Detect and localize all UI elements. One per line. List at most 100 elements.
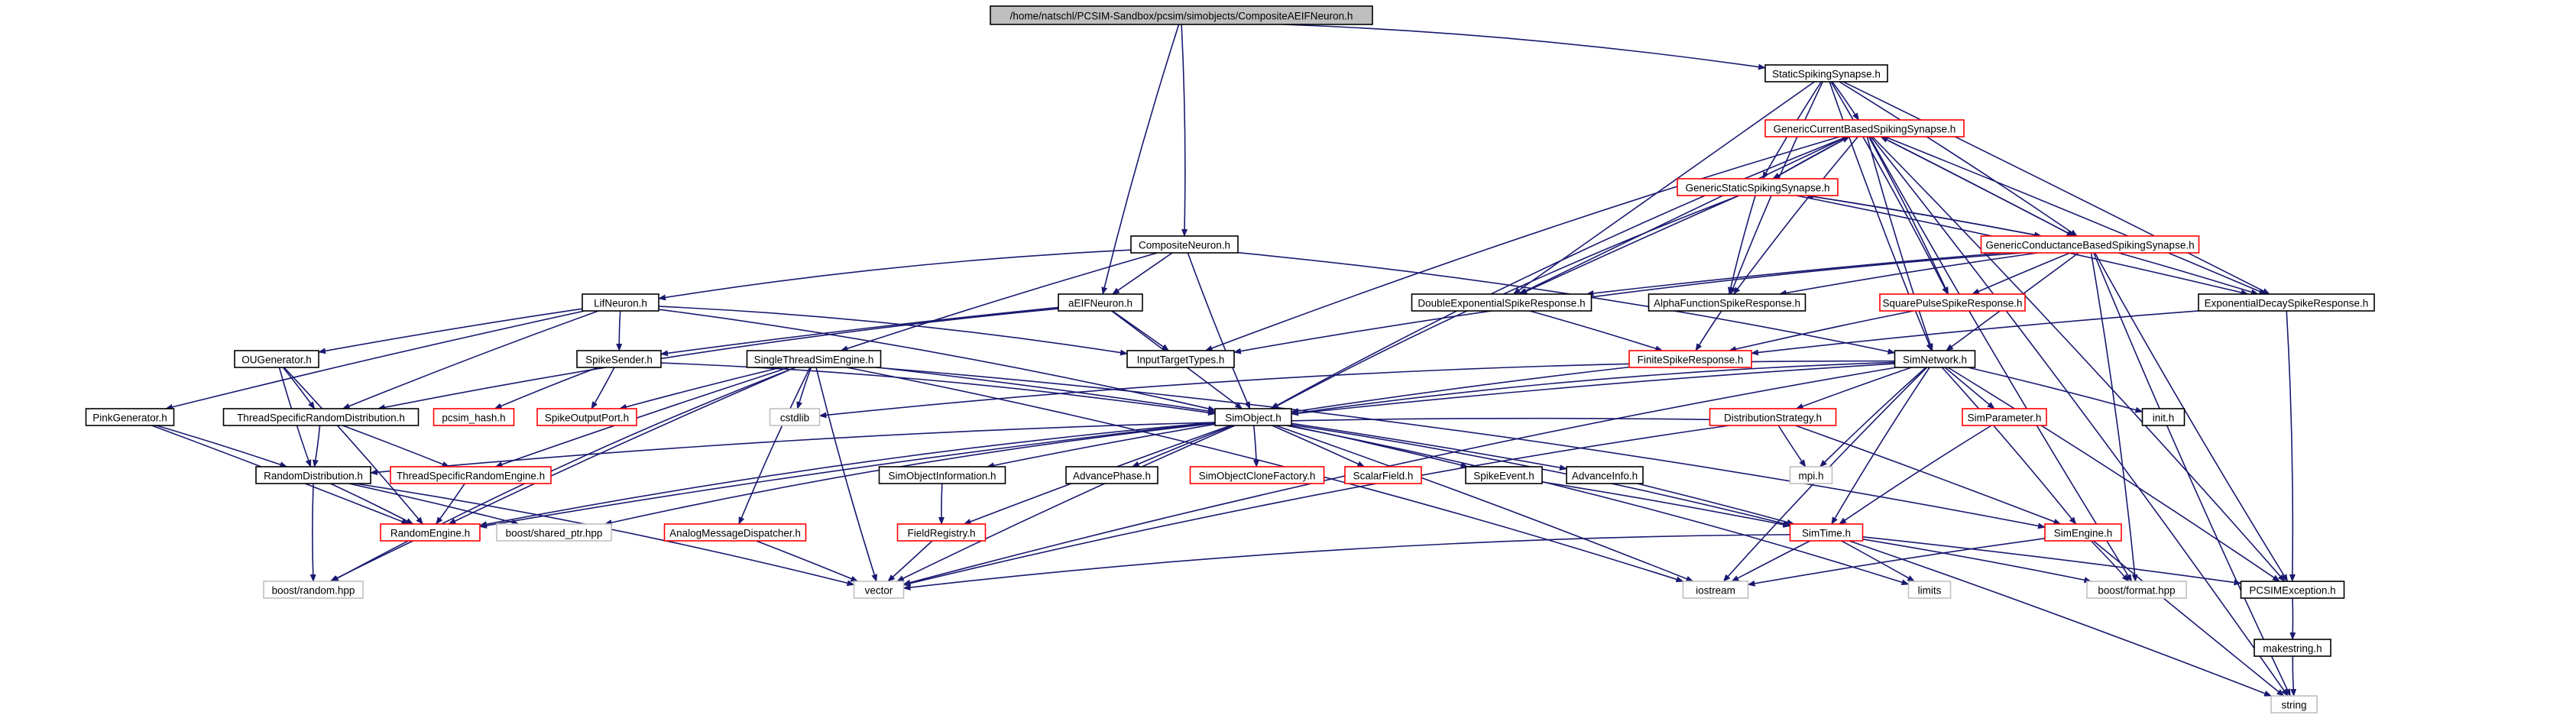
node-vector[interactable]: vector xyxy=(853,581,905,599)
node-randdist-box xyxy=(255,466,371,484)
node-mpi[interactable]: mpi.h xyxy=(1789,466,1833,484)
node-amd[interactable]: AnalogMessageDispatcher.h xyxy=(663,523,807,542)
edge-gcb-to-simnet xyxy=(1866,136,1933,351)
node-tsre[interactable]: ThreadSpecificRandomEngine.h xyxy=(390,466,552,484)
node-boostrand[interactable]: boost/random.hpp xyxy=(263,581,364,599)
edge-gcond-to-gss xyxy=(1805,193,2042,237)
node-pink[interactable]: PinkGenerator.h xyxy=(85,408,175,426)
node-stse[interactable]: SingleThreadSimEngine.h xyxy=(746,350,882,368)
node-gss-label: GenericStaticSpikingSynapse.h xyxy=(1685,183,1829,194)
edge-lif-to-ssender xyxy=(616,310,623,351)
edge-gss-to-dexp xyxy=(1519,195,1739,295)
node-aeif[interactable]: aEIFNeuron.h xyxy=(1058,293,1143,312)
node-randdist-label: RandomDistribution.h xyxy=(264,471,363,482)
node-cstdlib-label: cstdlib xyxy=(780,412,809,424)
node-spikeev-box xyxy=(1465,466,1543,484)
node-makestring-box xyxy=(2254,639,2331,657)
node-simparam-label: SimParameter.h xyxy=(1968,412,2042,424)
node-iostream[interactable]: iostream xyxy=(1682,581,1749,599)
node-randdist[interactable]: RandomDistribution.h xyxy=(255,466,371,484)
node-pcsimexc[interactable]: PCSIMException.h xyxy=(2240,581,2345,599)
node-sqp-box xyxy=(1879,293,2026,312)
node-sop[interactable]: SpikeOutputPort.h xyxy=(536,408,637,426)
node-sqp[interactable]: SquarePulseSpikeResponse.h xyxy=(1879,293,2026,312)
edge-gcond-to-string xyxy=(2093,252,2291,697)
node-bformat[interactable]: boost/format.hpp xyxy=(2086,581,2187,599)
node-pcsimhash[interactable]: pcsim_hash.h xyxy=(433,408,515,426)
edge-simeng-to-bformat xyxy=(2090,540,2130,582)
node-simobj-box xyxy=(1214,408,1292,426)
edge-simnet-to-simparam xyxy=(1944,367,1995,409)
edge-stse-to-cstdlib xyxy=(796,367,812,409)
node-simtime[interactable]: SimTime.h xyxy=(1789,523,1864,542)
node-fieldreg[interactable]: FieldRegistry.h xyxy=(896,523,987,542)
edge-amd-to-vector xyxy=(756,540,859,582)
node-simnet-box xyxy=(1894,350,1976,368)
edge-simnet-to-simeng xyxy=(1941,367,2077,525)
node-expdec[interactable]: ExponentialDecaySpikeResponse.h xyxy=(2198,293,2375,312)
edge-gcond-to-pcsimexc xyxy=(2094,252,2289,582)
edge-fieldreg-to-vector xyxy=(887,540,933,582)
edge-simobj-to-advinfo xyxy=(1291,422,1567,471)
node-sqp-label: SquarePulseSpikeResponse.h xyxy=(1882,298,2022,309)
node-string[interactable]: string xyxy=(2270,695,2318,713)
node-mpi-box xyxy=(1789,466,1833,484)
edge-simtime-to-bformat xyxy=(1862,538,2092,584)
node-sharedptr[interactable]: boost/shared_ptr.hpp xyxy=(496,523,612,542)
node-composite[interactable]: CompositeNeuron.h xyxy=(1130,235,1239,254)
node-itt-box xyxy=(1126,350,1235,368)
node-alpha[interactable]: AlphaFunctionSpikeResponse.h xyxy=(1648,293,1806,312)
edge-static-to-sqp xyxy=(1830,81,1949,295)
node-gss[interactable]: GenericStaticSpikingSynapse.h xyxy=(1677,178,1839,196)
node-soi[interactable]: SimObjectInformation.h xyxy=(878,466,1006,484)
edge-randdist-to-sharedptr xyxy=(348,483,520,526)
node-oug[interactable]: OUGenerator.h xyxy=(234,350,319,368)
node-oug-box xyxy=(234,350,319,368)
node-lif[interactable]: LifNeuron.h xyxy=(582,293,659,312)
edge-simnet-to-simtime xyxy=(1831,367,1930,525)
node-cstdlib[interactable]: cstdlib xyxy=(769,408,821,426)
node-amd-box xyxy=(663,523,807,542)
edge-randeng-to-boostrand xyxy=(329,540,413,582)
node-advinfo[interactable]: AdvanceInfo.h xyxy=(1566,466,1644,484)
edge-lif-to-itt xyxy=(658,306,1128,356)
edge-simtime-to-vector xyxy=(902,534,1790,590)
node-scalar[interactable]: ScalarField.h xyxy=(1344,466,1422,484)
node-limits[interactable]: limits xyxy=(1907,581,1952,599)
node-vector-label: vector xyxy=(865,585,893,597)
node-makestring[interactable]: makestring.h xyxy=(2254,639,2331,657)
node-stse-label: SingleThreadSimEngine.h xyxy=(754,354,874,366)
node-simparam[interactable]: SimParameter.h xyxy=(1962,408,2047,426)
node-ssender[interactable]: SpikeSender.h xyxy=(576,350,662,368)
edge-simnet-to-pcsimexc xyxy=(1947,367,2280,582)
node-gcond[interactable]: GenericConductanceBasedSpikingSynapse.h xyxy=(1980,235,2200,254)
node-static[interactable]: StaticSpikingSynapse.h xyxy=(1764,64,1888,82)
node-simobj[interactable]: SimObject.h xyxy=(1214,408,1292,426)
node-dexp[interactable]: DoubleExponentialSpikeResponse.h xyxy=(1411,293,1593,312)
node-init[interactable]: init.h xyxy=(2141,408,2186,426)
node-gcb-box xyxy=(1764,119,1965,138)
node-advphase-box xyxy=(1065,466,1158,484)
node-itt[interactable]: InputTargetTypes.h xyxy=(1126,350,1235,368)
edge-simeng-to-iostream xyxy=(1747,538,2046,587)
node-root-box xyxy=(990,5,1373,25)
node-tsrd[interactable]: ThreadSpecificRandomDistribution.h xyxy=(222,408,420,426)
node-simnet[interactable]: SimNetwork.h xyxy=(1894,350,1976,368)
node-advphase[interactable]: AdvancePhase.h xyxy=(1065,466,1158,484)
node-simeng[interactable]: SimEngine.h xyxy=(2044,523,2122,542)
node-randeng[interactable]: RandomEngine.h xyxy=(380,523,481,542)
node-simeng-box xyxy=(2044,523,2122,542)
node-diststrat-label: DistributionStrategy.h xyxy=(1724,412,1822,424)
node-ssender-box xyxy=(576,350,662,368)
node-diststrat[interactable]: DistributionStrategy.h xyxy=(1709,408,1837,426)
node-gcb[interactable]: GenericCurrentBasedSpikingSynapse.h xyxy=(1764,119,1965,138)
edge-stse-to-simeng xyxy=(875,367,2046,529)
node-spikeev[interactable]: SpikeEvent.h xyxy=(1465,466,1543,484)
node-lif-box xyxy=(582,293,659,312)
edge-stse-to-amd xyxy=(738,367,811,525)
node-fsr[interactable]: FiniteSpikeResponse.h xyxy=(1628,350,1752,368)
node-socf[interactable]: SimObjectCloneFactory.h xyxy=(1189,466,1325,484)
edge-gcond-to-bformat xyxy=(2090,252,2138,582)
node-root[interactable]: /home/natschl/PCSIM-Sandbox/pcsim/simobj… xyxy=(990,5,1373,25)
